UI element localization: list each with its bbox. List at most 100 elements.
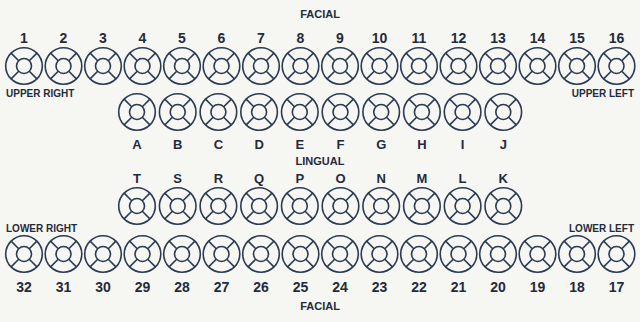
tooth-symbol	[598, 48, 635, 85]
tooth-symbol	[361, 48, 398, 85]
tooth-symbol	[6, 48, 43, 85]
tooth-number: 6	[218, 31, 226, 45]
tooth-symbol	[485, 188, 522, 225]
tooth-number: 8	[297, 31, 305, 45]
tooth-number: 7	[257, 31, 265, 45]
tooth-letter: G	[376, 138, 386, 151]
tooth-symbol	[440, 236, 477, 273]
tooth-symbol	[45, 236, 82, 273]
tooth-symbol	[480, 236, 517, 273]
tooth-number: 10	[372, 31, 388, 45]
tooth-number: 18	[569, 280, 585, 294]
tooth-symbol	[159, 188, 196, 225]
tooth-number: 9	[336, 31, 344, 45]
tooth-letter: D	[254, 138, 263, 151]
tooth-symbol	[282, 94, 319, 131]
tooth-symbol	[559, 48, 596, 85]
tooth-number: 12	[451, 31, 467, 45]
upper-primary-teeth	[119, 94, 522, 131]
tooth-symbol	[124, 48, 161, 85]
tooth-symbol	[404, 94, 441, 131]
tooth-symbol	[85, 236, 122, 273]
tooth-symbol	[322, 236, 359, 273]
tooth-symbol	[124, 236, 161, 273]
tooth-number: 21	[451, 280, 467, 294]
surface-label: LINGUAL	[296, 156, 345, 167]
tooth-number: 1	[20, 31, 28, 45]
tooth-symbol	[241, 94, 278, 131]
tooth-number: 15	[569, 31, 585, 45]
tooth-symbol	[559, 236, 596, 273]
tooth-number: 17	[609, 280, 625, 294]
tooth-number: 22	[411, 280, 427, 294]
tooth-symbol	[361, 236, 398, 273]
tooth-number: 26	[253, 280, 269, 294]
tooth-letter: F	[337, 138, 345, 151]
tooth-number: 4	[139, 31, 147, 45]
tooth-symbol	[322, 48, 359, 85]
tooth-number: 25	[293, 280, 309, 294]
surface-label: FACIAL	[300, 9, 340, 20]
tooth-symbol	[119, 188, 156, 225]
tooth-letter: O	[335, 172, 345, 185]
tooth-letter: K	[499, 172, 508, 185]
tooth-letter: Q	[254, 172, 264, 185]
lower-primary-teeth	[119, 188, 522, 225]
tooth-letter: T	[133, 172, 141, 185]
tooth-number: 5	[178, 31, 186, 45]
tooth-symbol	[282, 188, 319, 225]
tooth-number: 27	[214, 280, 230, 294]
tooth-symbol	[322, 188, 359, 225]
tooth-symbol	[598, 236, 635, 273]
tooth-number: 14	[530, 31, 546, 45]
tooth-symbol	[480, 48, 517, 85]
tooth-number: 19	[530, 280, 546, 294]
tooth-symbol	[6, 236, 43, 273]
tooth-letter: I	[461, 138, 465, 151]
tooth-symbol	[200, 94, 237, 131]
tooth-letter: L	[459, 172, 467, 185]
tooth-number: 28	[174, 280, 190, 294]
tooth-symbol	[519, 48, 556, 85]
quadrant-label: UPPER RIGHT	[6, 89, 74, 99]
tooth-symbol	[119, 94, 156, 131]
quadrant-label: UPPER LEFT	[572, 89, 634, 99]
upper-permanent-teeth	[6, 48, 635, 85]
tooth-number: 3	[99, 31, 107, 45]
tooth-symbol	[243, 48, 280, 85]
tooth-letter: R	[214, 172, 223, 185]
tooth-symbol	[203, 48, 240, 85]
quadrant-label: LOWER RIGHT	[6, 224, 77, 234]
tooth-letter: H	[417, 138, 426, 151]
tooth-number: 13	[490, 31, 506, 45]
tooth-symbol	[164, 48, 201, 85]
tooth-symbol	[282, 48, 319, 85]
tooth-symbol	[401, 48, 438, 85]
surface-label: FACIAL	[300, 301, 340, 312]
tooth-symbol	[45, 48, 82, 85]
tooth-number: 30	[95, 280, 111, 294]
tooth-letter: B	[173, 138, 182, 151]
tooth-symbol	[282, 236, 319, 273]
tooth-symbol	[159, 94, 196, 131]
tooth-symbol	[85, 48, 122, 85]
tooth-letter: N	[376, 172, 385, 185]
tooth-number: 2	[60, 31, 68, 45]
tooth-symbol	[322, 94, 359, 131]
tooth-letter: J	[500, 138, 507, 151]
tooth-number: 32	[16, 280, 32, 294]
tooth-symbol	[200, 188, 237, 225]
tooth-number: 24	[332, 280, 348, 294]
quadrant-label: LOWER LEFT	[569, 224, 634, 234]
tooth-symbol	[203, 236, 240, 273]
tooth-letter: S	[173, 172, 182, 185]
tooth-symbol	[444, 188, 481, 225]
tooth-symbol	[444, 94, 481, 131]
tooth-number: 29	[135, 280, 151, 294]
tooth-number: 20	[490, 280, 506, 294]
tooth-symbol	[519, 236, 556, 273]
tooth-number: 11	[412, 31, 427, 45]
tooth-letter: A	[132, 138, 141, 151]
tooth-number: 16	[609, 31, 625, 45]
